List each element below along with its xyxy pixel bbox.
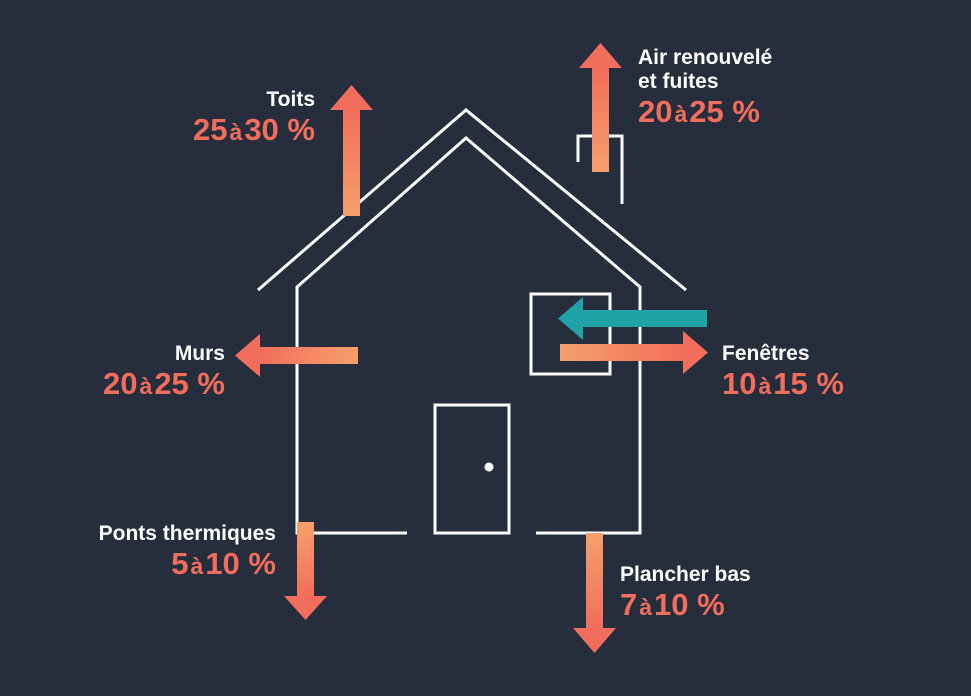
roof-name: Toits (266, 88, 315, 111)
air-loss-arrow (579, 43, 622, 172)
thermal-bridge-percent: 5à10 % (171, 546, 276, 582)
floor-percent: 7à10 % (620, 587, 725, 623)
wall-label: Murs 20à25 % (103, 342, 225, 402)
thermal-bridge-label: Ponts thermiques 5à10 % (99, 522, 276, 582)
roof-percent: 25à30 % (193, 112, 315, 148)
window-name: Fenêtres (722, 342, 810, 365)
window-label: Fenêtres 10à15 % (722, 342, 844, 402)
roof-label: Toits 25à30 % (193, 88, 315, 148)
door-knob (484, 462, 494, 472)
wall-name: Murs (174, 342, 225, 365)
floor-label: Plancher bas 7à10 % (620, 563, 751, 623)
wall-loss-arrow (235, 334, 358, 377)
thermal-bridge-name: Ponts thermiques (98, 522, 276, 545)
window-loss-arrow (560, 331, 708, 374)
roof-loss-arrow (330, 85, 373, 216)
air-name-line-1: Air renouvelé (638, 46, 773, 69)
window (529, 292, 612, 376)
floor-loss-arrow (573, 533, 616, 653)
air-name-line-2: et fuites (638, 70, 719, 94)
window-air-in-arrow (558, 297, 707, 340)
roof-outer-line (257, 108, 687, 292)
wall-percent: 20à25 % (103, 366, 225, 402)
air-percent: 20à25 % (638, 94, 760, 130)
floor-name: Plancher bas (620, 563, 751, 586)
thermal-bridge-loss-arrow (284, 522, 327, 620)
door (433, 403, 511, 535)
air-label: Air renouvelé et fuites 20à25 % (638, 46, 772, 130)
window-percent: 10à15 % (722, 366, 844, 402)
